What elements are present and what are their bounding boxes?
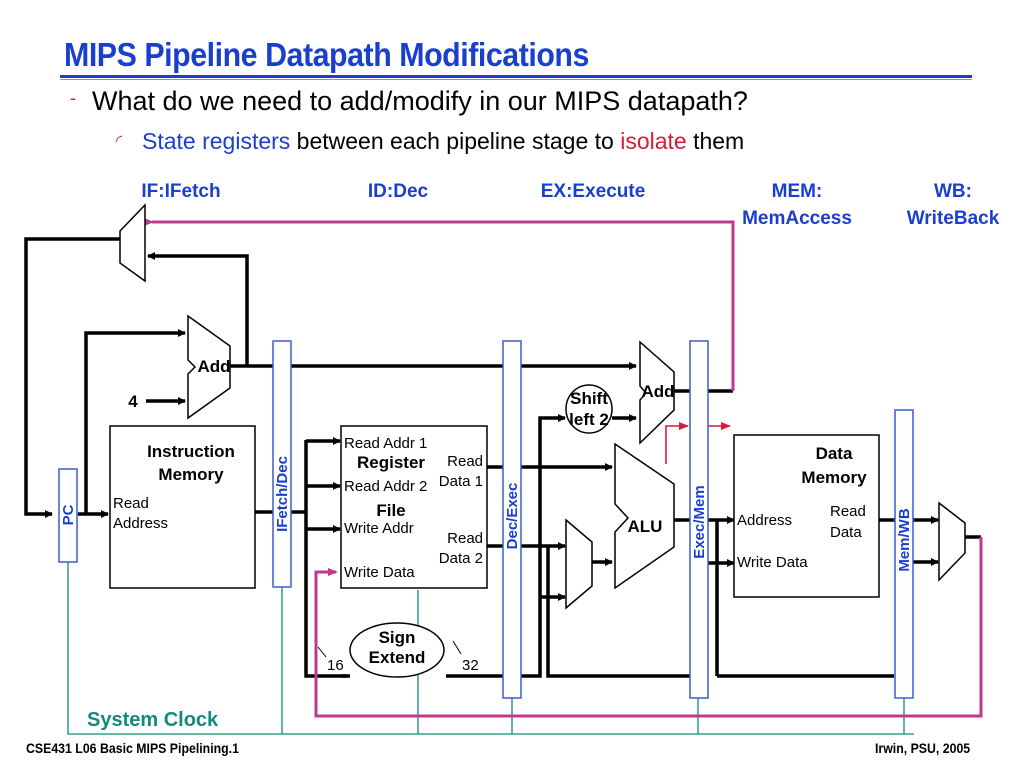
pc-register bbox=[58, 468, 78, 563]
sign-extend-out-bits: 32 bbox=[462, 657, 479, 674]
wire-branch-feedback bbox=[144, 218, 735, 391]
footer-course: CSE431 L06 Basic MIPS Pipelining.1 bbox=[26, 740, 239, 756]
dmem-read-data-2: Data bbox=[830, 524, 862, 541]
title-underline bbox=[60, 75, 972, 78]
wire-mux-to-pc bbox=[24, 237, 120, 518]
dmem-address-port: Address bbox=[737, 512, 792, 529]
regfile-read-data2-a: Read bbox=[447, 530, 483, 547]
bullet-arc-icon: ◜ bbox=[116, 133, 123, 150]
footer-author: Irwin, PSU, 2005 bbox=[874, 740, 970, 756]
bus-width-tick-16 bbox=[317, 646, 327, 658]
regfile-write-addr: Write Addr bbox=[344, 520, 414, 537]
stage-label-ex: EX:Execute bbox=[541, 181, 646, 202]
alu-label: ALU bbox=[628, 517, 663, 536]
constant-four: 4 bbox=[128, 392, 138, 411]
pc-adder-label: Add bbox=[197, 357, 230, 376]
memwb-register-label: Mem/WB bbox=[896, 508, 913, 572]
shift-label-2: left 2 bbox=[569, 410, 609, 429]
wire-rd2-to-exmem bbox=[546, 546, 694, 678]
stage-label-if: IF:IFetch bbox=[141, 181, 220, 202]
regfile-title-2: File bbox=[376, 501, 405, 520]
sign-extend-unit bbox=[349, 622, 445, 678]
pc-adder bbox=[187, 314, 231, 420]
bullet-1: -What do we need to add/modify in our MI… bbox=[70, 86, 748, 117]
wire-instr-bus bbox=[304, 440, 347, 678]
regfile-title-1: Register bbox=[357, 453, 425, 472]
shift-left-2-unit bbox=[565, 384, 613, 434]
system-clock-label: System Clock bbox=[87, 709, 219, 731]
sign-extend-in-bits: 16 bbox=[327, 657, 344, 674]
memwb-register bbox=[894, 409, 914, 699]
wire-writeback-feedback bbox=[314, 537, 983, 718]
slide-title: MIPS Pipeline Datapath Modifications bbox=[64, 36, 589, 73]
wire-pc-plus4-to-mux bbox=[147, 252, 249, 366]
imem-port-read: Read bbox=[113, 495, 149, 512]
imem-title-1: Instruction bbox=[147, 442, 235, 461]
branch-adder bbox=[639, 340, 675, 445]
shift-label-1: Shift bbox=[570, 389, 608, 408]
instruction-memory bbox=[109, 425, 256, 589]
pc-source-mux bbox=[119, 203, 146, 283]
bus-width-tick-32 bbox=[452, 640, 462, 655]
imem-title-2: Memory bbox=[158, 465, 224, 484]
stage-label-id: ID:Dec bbox=[368, 181, 429, 202]
stage-label-wb-1: WB: bbox=[934, 181, 972, 202]
regfile-write-data: Write Data bbox=[344, 564, 415, 581]
regfile-read-addr2: Read Addr 2 bbox=[344, 478, 427, 495]
writeback-mux bbox=[938, 501, 966, 582]
dmem-write-data-port: Write Data bbox=[737, 554, 808, 571]
bullet-2-highlight-state-registers: State registers bbox=[142, 128, 291, 154]
alu-source-mux bbox=[565, 518, 593, 610]
regfile-read-data2-b: Data 2 bbox=[439, 550, 483, 567]
dmem-title-2: Memory bbox=[801, 468, 867, 487]
stage-label-wb-2: WriteBack bbox=[907, 208, 1000, 229]
bullet-2-middle: between each pipeline stage to bbox=[290, 128, 621, 154]
dmem-read-data-1: Read bbox=[830, 503, 866, 520]
imem-port-address: Address bbox=[113, 515, 168, 532]
bullet-2-end: them bbox=[686, 128, 745, 154]
stage-label-mem-1: MEM: bbox=[772, 181, 823, 202]
regfile-read-data1-b: Data 1 bbox=[439, 473, 483, 490]
bullet-2: ◜ State registers between each pipeline s… bbox=[116, 128, 744, 155]
sign-extend-label-1: Sign bbox=[379, 628, 416, 647]
sign-extend-label-2: Extend bbox=[369, 648, 426, 667]
wire-alu-zero bbox=[665, 422, 689, 464]
regfile-read-addr1: Read Addr 1 bbox=[344, 435, 427, 452]
stage-label-mem-2: MemAccess bbox=[742, 208, 852, 229]
idex-register-label: Dec/Exec bbox=[504, 483, 521, 550]
clock-bus bbox=[67, 562, 914, 735]
idex-register bbox=[502, 340, 522, 699]
wire-imm-to-shift bbox=[521, 414, 566, 678]
alu bbox=[614, 442, 675, 590]
pc-register-label: PC bbox=[60, 504, 77, 525]
ifid-register-label: IFetch/Dec bbox=[274, 456, 291, 532]
exmem-register-label: Exec/Mem bbox=[691, 485, 708, 558]
bullet-dash-icon: - bbox=[70, 88, 76, 108]
exmem-register bbox=[689, 340, 709, 699]
bullet-2-highlight-isolate: isolate bbox=[620, 128, 687, 154]
wire-pc-to-adder bbox=[84, 329, 186, 514]
ifid-register bbox=[272, 340, 292, 588]
data-memory bbox=[733, 434, 880, 598]
dmem-title-1: Data bbox=[816, 444, 853, 463]
title-underline-shadow bbox=[60, 79, 972, 80]
regfile-read-data1-a: Read bbox=[447, 453, 483, 470]
bullet-1-text: What do we need to add/modify in our MIP… bbox=[92, 86, 748, 116]
branch-adder-label: Add bbox=[641, 382, 674, 401]
register-file bbox=[340, 425, 488, 589]
